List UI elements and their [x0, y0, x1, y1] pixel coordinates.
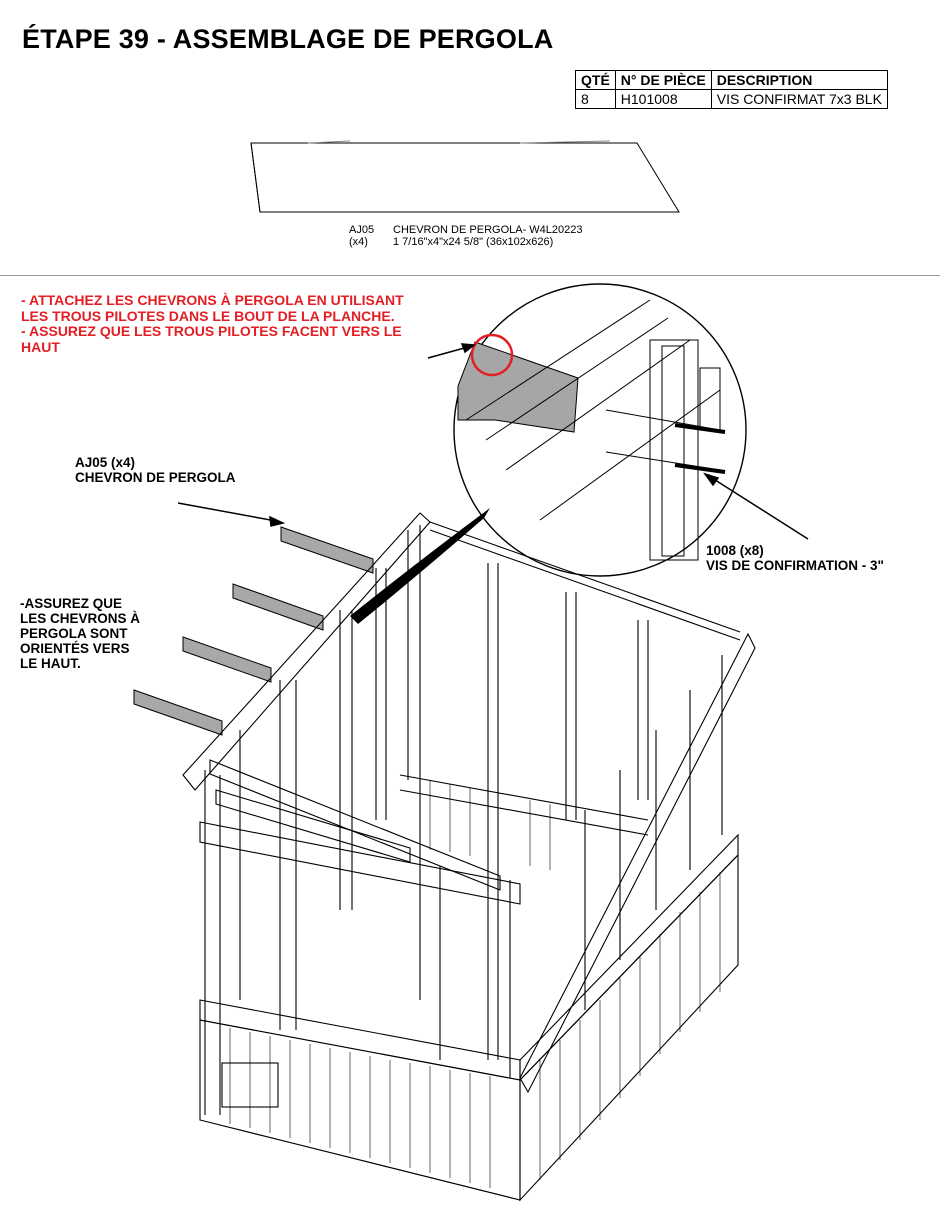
pergola-frame — [182, 512, 756, 1202]
screw-callout-id: 1008 (x8) — [706, 543, 764, 558]
screw-callout-name: VIS DE CONFIRMATION - 3" — [706, 558, 884, 573]
detail-zoom-content — [457, 299, 726, 561]
rafter-part-board-icon — [250, 140, 680, 213]
pilot-hole-highlight-circle — [470, 333, 514, 377]
rafter-callout-id: AJ05 (x4) — [75, 455, 136, 470]
rafter-callout: AJ05 (x4) CHEVRON DE PERGOLA — [75, 455, 236, 485]
orientation-line-5: LE HAUT. — [20, 656, 81, 671]
part-qty: (x4) — [349, 236, 368, 248]
rafter-boards — [133, 526, 374, 736]
row-part-number: H101008 — [614, 89, 712, 109]
leader-arrows — [177, 343, 809, 540]
orientation-line-2: LES CHEVRONS À — [20, 611, 141, 626]
parts-table-header: QTÉ N° DE PIÈCE DESCRIPTION — [575, 70, 888, 90]
part-dimensions: 1 7/16"x4"x24 5/8" (36x102x626) — [393, 236, 554, 248]
table-row: 8 H101008 VIS CONFIRMAT 7x3 BLK — [575, 89, 888, 109]
detail-magnifier-circle — [453, 283, 747, 577]
orientation-line-3: PERGOLA SONT — [20, 626, 128, 641]
part-id: AJ05 — [349, 224, 375, 236]
orientation-line-4: ORIENTÉS VERS — [20, 641, 130, 656]
siding-slats — [229, 780, 721, 1188]
orientation-callout: -ASSUREZ QUE LES CHEVRONS À PERGOLA SONT… — [20, 596, 140, 671]
instruction-line-1: - ATTACHEZ LES CHEVRONS À PERGOLA EN UTI… — [21, 292, 404, 324]
instruction-note: - ATTACHEZ LES CHEVRONS À PERGOLA EN UTI… — [21, 292, 421, 355]
page-title: ÉTAPE 39 - ASSEMBLAGE DE PERGOLA — [22, 24, 554, 54]
col-qty-header: QTÉ — [575, 70, 616, 90]
section-divider — [0, 275, 940, 276]
orientation-line-1: -ASSUREZ QUE — [20, 596, 123, 611]
parts-table: QTÉ N° DE PIÈCE DESCRIPTION 8 H101008 VI… — [575, 70, 888, 109]
instruction-line-2: - ASSUREZ QUE LES TROUS PILOTES FACENT V… — [21, 323, 402, 355]
screw-callout: 1008 (x8) VIS DE CONFIRMATION - 3" — [706, 543, 884, 573]
row-description: VIS CONFIRMAT 7x3 BLK — [710, 89, 888, 109]
part-name: CHEVRON DE PERGOLA- W4L20223 — [393, 224, 583, 236]
part-caption: AJ05 CHEVRON DE PERGOLA- W4L20223 (x4) 1 7… — [349, 224, 583, 248]
rafter-callout-name: CHEVRON DE PERGOLA — [75, 470, 236, 485]
